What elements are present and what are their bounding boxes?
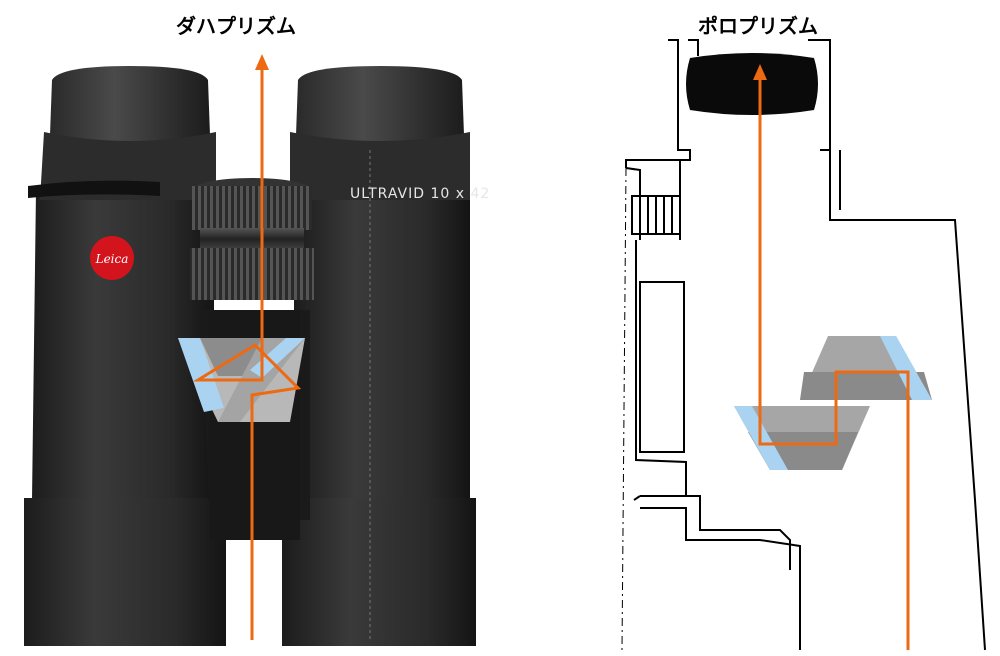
eyepiece-lens bbox=[686, 53, 818, 115]
roof-light-path bbox=[192, 68, 302, 640]
right-eyecup-base bbox=[290, 132, 470, 200]
body-bottom-inner bbox=[640, 507, 801, 650]
leica-logo-text: Leica bbox=[95, 252, 129, 266]
upper-prism-edge bbox=[880, 336, 932, 400]
roof-prism-face-a bbox=[200, 338, 262, 376]
centerline bbox=[621, 167, 627, 651]
porro-cross-section bbox=[621, 39, 986, 651]
porro-light-arrow bbox=[753, 64, 767, 80]
porro-prisms bbox=[734, 336, 932, 470]
right-objective-barrel bbox=[282, 498, 476, 646]
left-eyecup bbox=[50, 66, 210, 142]
porro-prism-title: ポロプリズム bbox=[698, 14, 818, 38]
right-eyecup bbox=[296, 66, 464, 142]
roof-light-arrow bbox=[255, 54, 269, 70]
porro-light-path bbox=[758, 80, 910, 650]
focus-wheel-upper bbox=[192, 186, 312, 230]
left-barrel bbox=[32, 190, 214, 500]
roof-prism-title: ダハプリズム bbox=[176, 14, 296, 38]
roof-prism-edge-right bbox=[250, 338, 305, 378]
eyepiece-housing-left bbox=[625, 39, 691, 168]
body-outline-left bbox=[635, 240, 687, 496]
body-bottom-corner bbox=[633, 495, 641, 501]
body-outline-right bbox=[829, 150, 986, 651]
hinge-tube bbox=[639, 281, 685, 453]
body-bottom-step bbox=[640, 495, 791, 570]
product-model-text: ULTRAVID 10 x 42 bbox=[350, 186, 490, 202]
roof-binocular: Leica ULTRAVID 10 x 42 bbox=[24, 54, 490, 646]
left-objective-barrel bbox=[24, 498, 226, 646]
focus-wheel-lower bbox=[190, 248, 314, 300]
roof-prism-edge-left bbox=[178, 338, 224, 412]
eyepiece-inner-left bbox=[688, 39, 699, 56]
focus-collar bbox=[200, 228, 304, 250]
leica-logo bbox=[90, 236, 134, 280]
focus-knob-knurling bbox=[639, 196, 673, 234]
eyepiece-housing-right bbox=[818, 39, 831, 151]
right-barrel bbox=[294, 190, 470, 500]
upper-prism-lower-face bbox=[800, 372, 932, 400]
left-strap-lug bbox=[28, 180, 160, 198]
